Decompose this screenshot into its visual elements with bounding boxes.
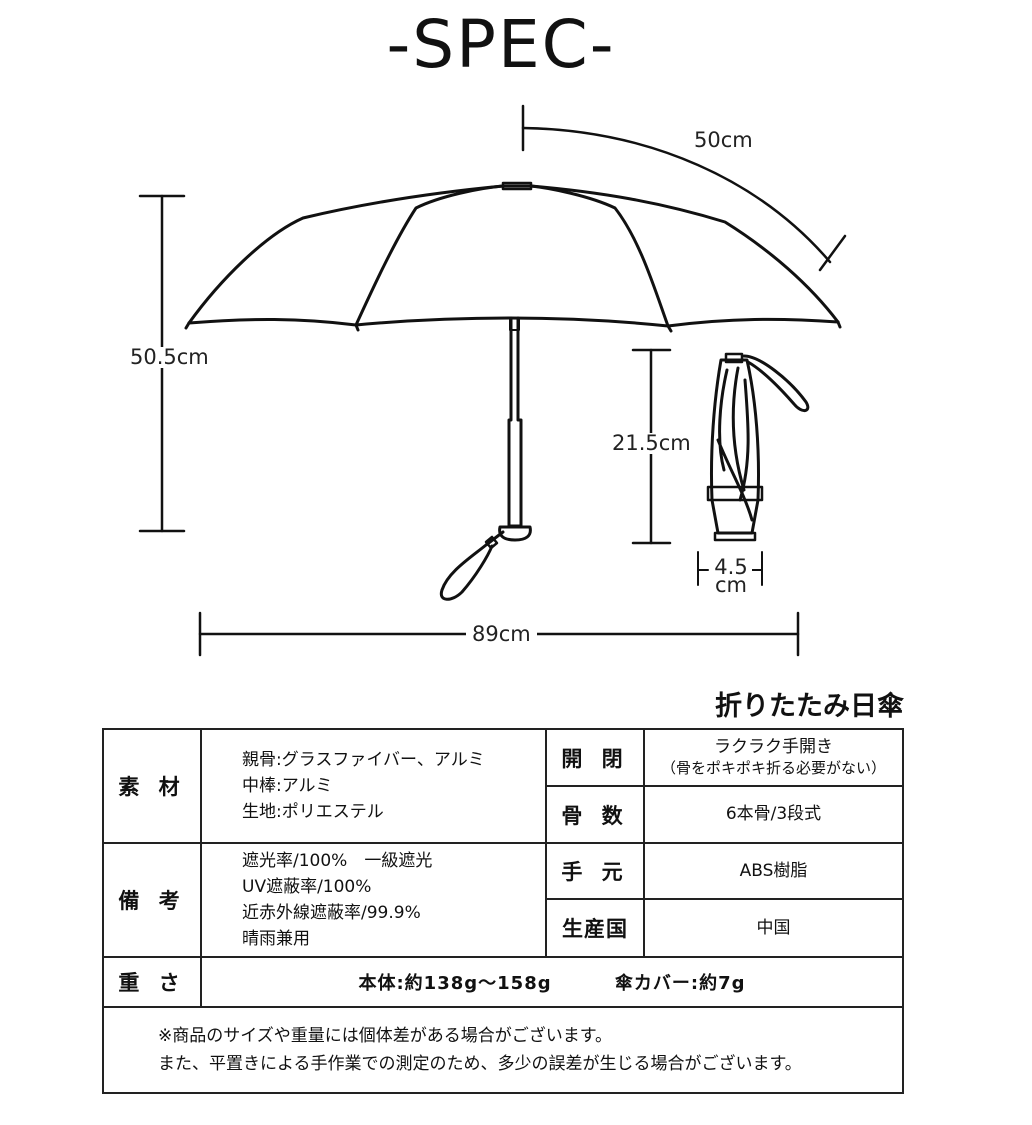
opening-header: 開 閉 (545, 728, 645, 787)
canopy-radius-label: 50cm (694, 128, 753, 152)
folded-width-dimension (697, 551, 763, 586)
material-value: 親骨:グラスファイバー、アルミ 中棒:アルミ 生地:ポリエステル (200, 728, 547, 844)
folded-width-unit: cm (714, 573, 747, 597)
spec-table: 素 材 親骨:グラスファイバー、アルミ 中棒:アルミ 生地:ポリエステル 開 閉… (102, 728, 904, 1094)
opening-note: （骨をポキポキ折る必要がない） (660, 758, 886, 777)
handle-value: ABS樹脂 (643, 842, 904, 900)
material-line: 中棒:アルミ (242, 776, 333, 796)
remarks-header: 備 考 (102, 842, 202, 958)
material-line: 親骨:グラスファイバー、アルミ (242, 750, 485, 770)
open-umbrella-icon (184, 181, 842, 601)
remarks-line: UV遮蔽率/100% (242, 877, 372, 897)
canopy-radius-arc (521, 104, 847, 272)
weight-cover: 傘カバー:約7g (614, 973, 746, 994)
notes-cell: ※商品のサイズや重量には個体差がある場合がございます。 また、平置きによる手作業… (102, 1006, 904, 1094)
handle-header: 手 元 (545, 842, 645, 900)
opening-value: ラクラク手開き （骨をポキポキ折る必要がない） (643, 728, 904, 787)
folded-length-label: 21.5cm (612, 431, 691, 455)
product-name: 折りたたみ日傘 (715, 691, 904, 722)
ribs-header: 骨 数 (545, 785, 645, 844)
folded-width-label: 4.5 cm (710, 555, 752, 597)
remarks-line: 近赤外線遮蔽率/99.9% (242, 903, 421, 923)
material-line: 生地:ポリエステル (242, 802, 384, 822)
total-width-label: 89cm (466, 624, 537, 645)
ribs-value: 6本骨/3段式 (643, 785, 904, 844)
weight-header: 重 さ (102, 956, 202, 1008)
page-title: -SPEC- (386, 6, 616, 83)
remarks-line: 遮光率/100% 一級遮光 (242, 851, 433, 871)
folded-umbrella-icon (706, 352, 810, 542)
remarks-value: 遮光率/100% 一級遮光 UV遮蔽率/100% 近赤外線遮蔽率/99.9% 晴… (200, 842, 547, 958)
opening-type: ラクラク手開き (714, 736, 833, 757)
total-height-label: 50.5cm (130, 345, 209, 369)
folded-width-value: 4.5 (714, 555, 748, 579)
origin-header: 生産国 (545, 898, 645, 958)
umbrella-diagram (138, 104, 847, 657)
note-line: ※商品のサイズや重量には個体差がある場合がございます。 (158, 1026, 613, 1046)
remarks-line: 晴雨兼用 (242, 929, 310, 949)
material-header: 素 材 (102, 728, 202, 844)
origin-value: 中国 (643, 898, 904, 958)
note-line: また、平置きによる手作業での測定のため、多少の誤差が生じる場合がございます。 (158, 1054, 802, 1074)
weight-value: 本体:約138g～158g 傘カバー:約7g (200, 956, 904, 1008)
weight-body: 本体:約138g～158g (358, 973, 552, 994)
